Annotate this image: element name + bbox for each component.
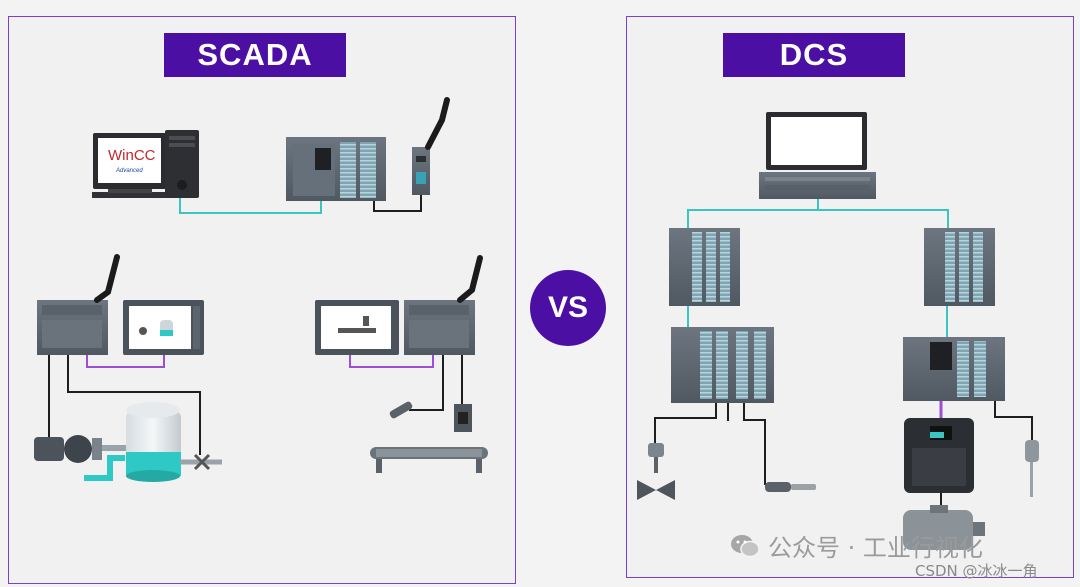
pc-tower-icon [165,130,199,198]
watermark-account: 公众号 · 工业行视化 [730,528,983,563]
plc-icon [669,228,740,306]
hmi-panel-icon [123,300,204,355]
dcs-title: DCS [723,33,905,77]
plc-icon [37,300,108,355]
plc-icon [404,300,475,355]
router-icon [412,147,430,195]
server-icon [759,172,876,199]
ethernet-link [179,198,322,214]
pump-icon [34,435,102,463]
antenna-icon [425,97,450,150]
antenna-icon [94,254,120,303]
valve-icon [637,443,675,500]
plc-icon [671,327,774,403]
monitor-icon [766,112,867,170]
vs-badge: VS [530,270,606,346]
watermark-account-text: 公众号 · 工业行视化 [768,534,983,562]
pipe [84,455,125,481]
monitor-icon [92,133,172,198]
conveyor-icon [370,447,488,473]
sensor-icon [765,482,816,492]
plc-icon [286,137,386,201]
watermark-csdn: CSDN @冰冰一角 [915,562,1038,580]
cable-link [373,195,422,212]
wechat-icon [731,534,760,557]
sensor-icon [389,401,472,432]
wincc-logo-text: WinCC [108,147,156,164]
hmi-panel-icon [315,300,399,355]
plc-icon [903,337,1005,401]
motor-icon [903,505,985,550]
cable-link [67,355,201,455]
scada-title: SCADA [164,33,346,77]
cable-link [409,355,444,411]
plc-icon [924,228,995,306]
valve-icon [180,453,222,471]
hmi-link [86,355,165,368]
ethernet-link [687,199,949,228]
antenna-icon [457,255,483,303]
wincc-logo-sub: Advanced [115,168,143,174]
hmi-link [349,355,434,368]
temperature-probe-icon [1025,440,1039,497]
tank-icon [126,402,181,482]
drive-icon [904,418,974,493]
